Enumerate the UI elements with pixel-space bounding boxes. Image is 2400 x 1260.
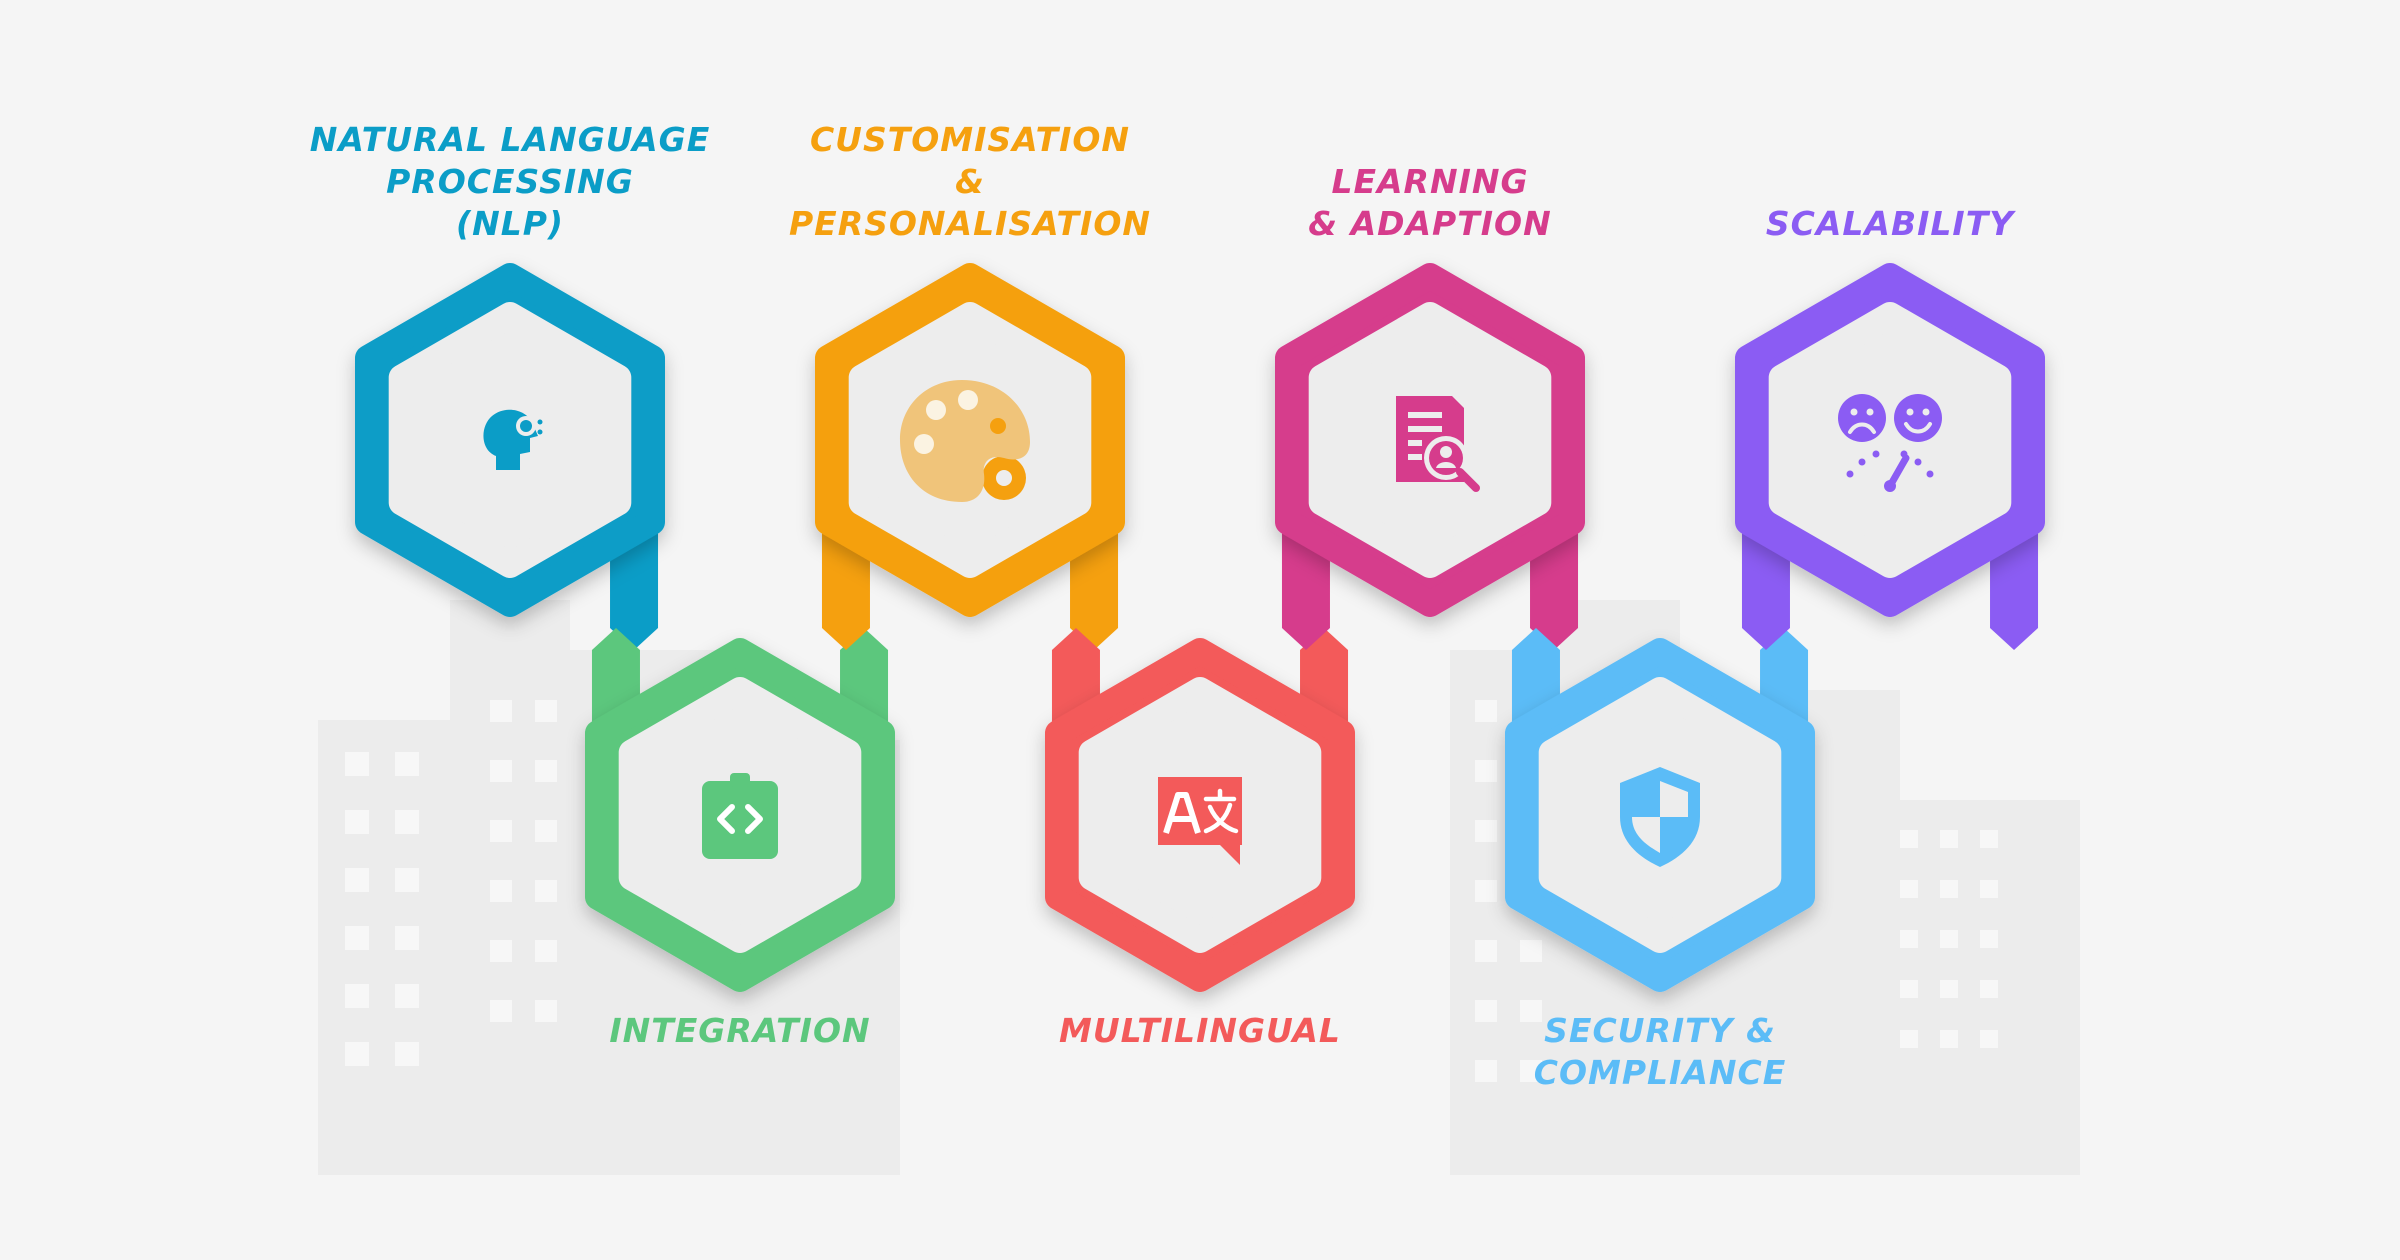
step-label: SECURITY & COMPLIANCE (1533, 1011, 1787, 1092)
step-label: CUSTOMISATION & PERSONALISATION (788, 120, 1152, 243)
palette-gear-icon (900, 380, 1030, 502)
code-clipboard-icon (702, 773, 778, 859)
step-hexagon (815, 263, 1125, 617)
step-label: MULTILINGUAL (1059, 1011, 1341, 1050)
shield-icon (1620, 767, 1700, 867)
step-hexagon (1275, 263, 1585, 617)
document-search-icon (1396, 396, 1480, 492)
step-hexagon (355, 263, 665, 617)
head-gear-icon (483, 409, 543, 470)
step-hexagon (585, 638, 895, 992)
feedback-meter-icon (1838, 394, 1942, 492)
step-hexagon (1505, 638, 1815, 992)
step-hexagon (1045, 638, 1355, 992)
step-label: LEARNING & ADAPTION (1308, 162, 1552, 243)
step-hexagon (1735, 263, 2045, 617)
translate-icon (1158, 777, 1242, 865)
hexagon-center (1768, 302, 2012, 578)
step-label: INTEGRATION (609, 1011, 871, 1050)
step-label: SCALABILITY (1765, 204, 2015, 243)
step-label: NATURAL LANGUAGE PROCESSING (NLP) (309, 120, 711, 243)
